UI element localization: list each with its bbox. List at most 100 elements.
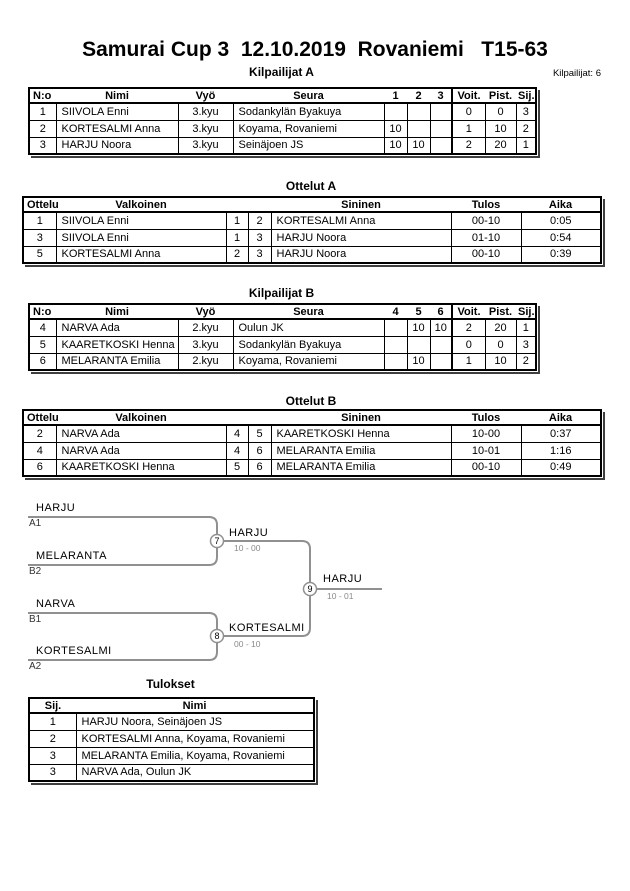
col-header-pist: Pist. — [485, 88, 516, 104]
match-8-circle — [209, 628, 225, 644]
cell-blue-no: 6 — [247, 458, 272, 477]
col-header-aika: Aika — [521, 410, 601, 426]
col-header-tulos: Tulos — [451, 197, 521, 213]
cell-pist: 20 — [484, 318, 517, 337]
cell-pist: 10 — [484, 352, 517, 371]
cell-sij: 3 — [28, 763, 77, 782]
cell-sij: 3 — [515, 335, 537, 354]
cell-nimi: NARVA Ada, Oulun JK — [75, 763, 315, 782]
cell-match-3 — [429, 136, 453, 155]
cell-match-5: 10 — [406, 352, 431, 371]
cell-match-1: 10 — [383, 119, 408, 138]
col-header-aika: Aika — [521, 197, 601, 213]
cell-match-1 — [383, 102, 408, 121]
cell-nimi: MELARANTA Emilia — [55, 352, 179, 371]
match-7-number: 7 — [214, 536, 219, 546]
cell-voit: 2 — [451, 136, 486, 155]
cell-tulos: 00-10 — [450, 458, 522, 477]
bracket-diagram: 7 8 9 — [28, 516, 382, 661]
cell-seura: Koyama, Rovaniemi — [232, 119, 385, 138]
col-header-match-4: 4 — [384, 304, 407, 320]
cell-voit: 0 — [451, 335, 486, 354]
cell-seura: Sodankylän Byakuya — [232, 102, 385, 121]
cell-nimi: KAARETKOSKI Henna — [55, 335, 179, 354]
col-header-match-3: 3 — [430, 88, 452, 104]
cell-no: 6 — [28, 352, 57, 371]
col-header-sij: Sij. — [29, 698, 76, 714]
cell-voit: 1 — [451, 352, 486, 371]
cell-voit: 2 — [451, 318, 486, 337]
cell-no: 2 — [28, 119, 57, 138]
col-header-valkoinen: Valkoinen — [56, 197, 226, 213]
table-row: 5 KORTESALMI Anna 2 3 HARJU Noora 00-10 … — [22, 245, 602, 264]
cell-valkoinen: SIIVOLA Enni — [55, 228, 227, 247]
cell-voit: 0 — [451, 102, 486, 121]
cell-sininen: HARJU Noora — [270, 228, 452, 247]
col-header-sij: Sij. — [516, 304, 536, 320]
pool-a-table: N:o Nimi Vyö Seura 1 2 3 Voit. Pist. Sij… — [28, 87, 537, 155]
cell-aika: 0:37 — [520, 424, 602, 443]
cell-white-no: 1 — [225, 228, 249, 247]
bracket-semi1-winner: HARJU — [229, 527, 269, 539]
table-row: 5 KAARETKOSKI Henna 3.kyu Sodankylän Bya… — [28, 335, 537, 354]
cell-no: 4 — [28, 318, 57, 337]
cell-match-6 — [429, 335, 453, 354]
table-row: 2 KORTESALMI Anna, Koyama, Rovaniemi — [28, 729, 315, 748]
cell-white-no: 2 — [225, 245, 249, 264]
table-header-row: N:o Nimi Vyö Seura 4 5 6 Voit. Pist. Sij… — [29, 304, 536, 320]
table-row: 4 NARVA Ada 2.kyu Oulun JK 10 10 2 20 1 — [28, 318, 537, 337]
cell-sij: 2 — [28, 729, 77, 748]
cell-blue-no: 2 — [247, 211, 272, 230]
cell-match-4 — [383, 352, 408, 371]
cell-tulos: 10-01 — [450, 441, 522, 460]
cell-match-5: 10 — [406, 318, 431, 337]
cell-match-6: 10 — [429, 318, 453, 337]
matches-a-table: Ottelu Valkoinen Sininen Tulos Aika 1 SI… — [22, 196, 602, 264]
cell-vyo: 3.kyu — [177, 119, 234, 138]
bracket-entry-kortesalmi: KORTESALMI — [36, 645, 112, 657]
section-title-matches-a: Ottelut A — [285, 179, 337, 193]
cell-match-3 — [429, 119, 453, 138]
cell-blue-no: 3 — [247, 228, 272, 247]
match-9-number: 9 — [307, 584, 312, 594]
cell-sij: 3 — [28, 746, 77, 765]
col-header-no: N:o — [29, 88, 56, 104]
cell-match-3 — [429, 102, 453, 121]
cell-sininen: MELARANTA Emilia — [270, 441, 452, 460]
cell-white-no: 1 — [225, 211, 249, 230]
results-table: Sij. Nimi 1 HARJU Noora, Seinäjoen JS 2 … — [28, 697, 315, 782]
cell-ottelu: 3 — [22, 228, 57, 247]
table-row: 3 HARJU Noora 3.kyu Seinäjoen JS 10 10 2… — [28, 136, 537, 155]
cell-aika: 0:49 — [520, 458, 602, 477]
table-row: 1 HARJU Noora, Seinäjoen JS — [28, 712, 315, 731]
cell-pist: 10 — [484, 119, 517, 138]
col-header-match-6: 6 — [430, 304, 452, 320]
cell-seura: Seinäjoen JS — [232, 136, 385, 155]
table-row: 3 MELARANTA Emilia, Koyama, Rovaniemi — [28, 746, 315, 765]
cell-voit: 1 — [451, 119, 486, 138]
cell-valkoinen: NARVA Ada — [55, 441, 227, 460]
bracket-entry-narva: NARVA — [36, 598, 76, 610]
bracket-seed-b2: B2 — [29, 566, 42, 577]
col-header-pist: Pist. — [485, 304, 516, 320]
col-header-match-5: 5 — [407, 304, 430, 320]
competitors-count-note: Kilpailijat: 6 — [552, 68, 601, 79]
table-row: 4 NARVA Ada 4 6 MELARANTA Emilia 10-01 1… — [22, 441, 602, 460]
cell-sij: 2 — [515, 119, 537, 138]
cell-match-4 — [383, 335, 408, 354]
cell-aika: 1:16 — [520, 441, 602, 460]
col-header-seura: Seura — [233, 88, 384, 104]
bracket-semi1-score: 10 - 00 — [234, 543, 261, 553]
col-header-vyo: Vyö — [178, 304, 233, 320]
cell-ottelu: 2 — [22, 424, 57, 443]
cell-sij: 1 — [515, 318, 537, 337]
cell-ottelu: 4 — [22, 441, 57, 460]
cell-nimi: HARJU Noora — [55, 136, 179, 155]
cell-match-2: 10 — [406, 136, 431, 155]
cell-seura: Sodankylän Byakuya — [232, 335, 385, 354]
col-header-empty — [226, 197, 248, 213]
cell-match-4 — [383, 318, 408, 337]
col-header-ottelu: Ottelu — [23, 410, 59, 426]
cell-vyo: 3.kyu — [177, 335, 234, 354]
bracket-semi1-output-line — [223, 540, 311, 589]
